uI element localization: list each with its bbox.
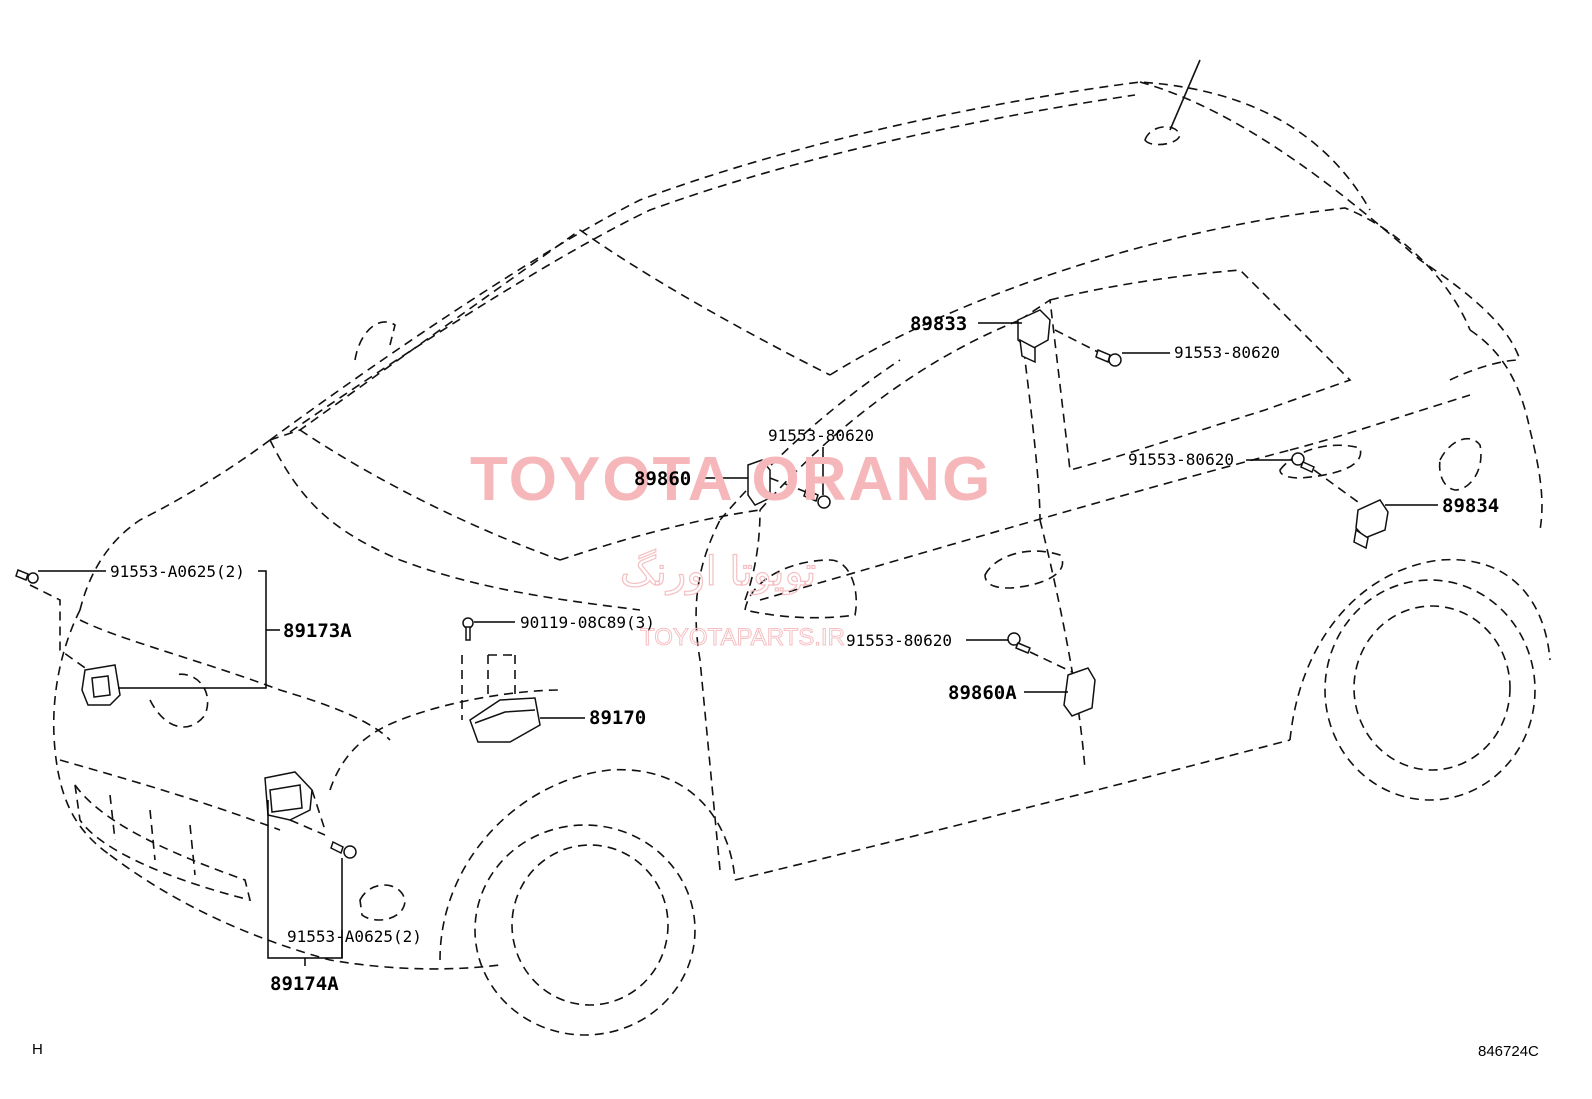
label-89860a: 89860A [948, 682, 1017, 704]
bolt-icon [1291, 452, 1315, 474]
label-89860: 89860 [634, 468, 691, 490]
label-89834: 89834 [1442, 495, 1499, 517]
leader-lines [29, 322, 1438, 966]
label-89173a: 89173A [283, 620, 352, 642]
bolt-icon [1095, 348, 1122, 367]
bolt-icon [1007, 632, 1031, 654]
drawing-number: 846724C [1478, 1043, 1539, 1060]
label-91553-a0625-bottom: 91553-A0625(2) [287, 927, 422, 946]
car-outline [52, 59, 1551, 1036]
bolt-icon [15, 569, 39, 584]
label-89170: 89170 [589, 707, 646, 729]
part-89834-sensor [1353, 499, 1389, 550]
bolt-icon [803, 488, 831, 509]
label-91553-80620: 91553-80620 [768, 426, 874, 445]
part-89833-sensor [1017, 309, 1051, 364]
footer: H 846724C [32, 1041, 1539, 1060]
label-89833: 89833 [910, 313, 967, 335]
label-90119-08c89: 90119-08C89(3) [520, 613, 655, 632]
part-89173a-sensor [81, 664, 121, 706]
label-89174a: 89174A [270, 973, 339, 995]
label-91553-80620: 91553-80620 [1128, 450, 1234, 469]
watermark-site: TOYOTAPARTS.IR [640, 624, 845, 651]
watermark-persian: تویوتا اورنگ [620, 549, 816, 595]
watermark: TOYOTA ORANG تویوتا اورنگ TOYOTAPARTS.IR [470, 445, 992, 652]
part-89174a-sensor [264, 771, 326, 836]
bolt-icon [330, 840, 357, 859]
bolt-icon [462, 617, 474, 641]
label-91553-80620: 91553-80620 [1174, 343, 1280, 362]
footer-code: H [32, 1041, 43, 1058]
part-89860a-sensor [1063, 667, 1096, 717]
watermark-brand: TOYOTA ORANG [470, 445, 992, 514]
label-91553-80620: 91553-80620 [846, 631, 952, 650]
part-labels: 89833 91553-80620 91553-80620 89860 9155… [110, 313, 1499, 995]
label-91553-a0625-top: 91553-A0625(2) [110, 562, 245, 581]
part-89170-module [461, 654, 541, 743]
part-89860-sensor [747, 459, 771, 506]
